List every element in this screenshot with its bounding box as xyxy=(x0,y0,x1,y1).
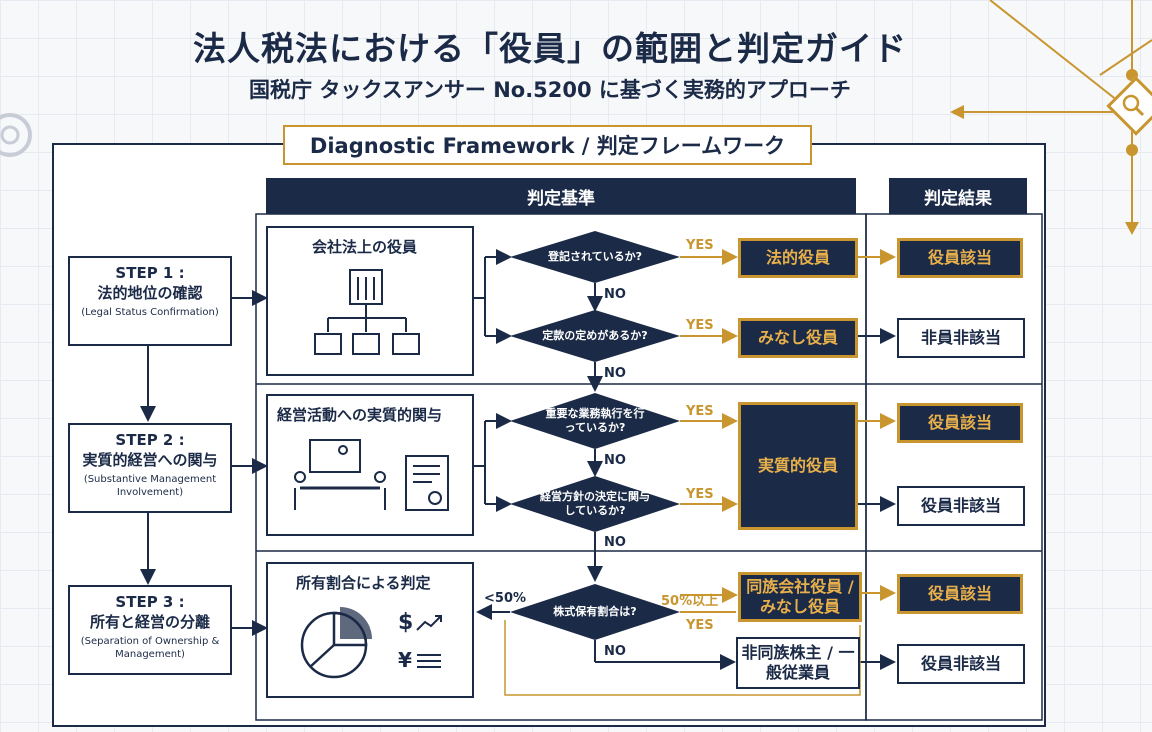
step-3-title: 所有と経営の分離 xyxy=(89,613,210,631)
outcome-de-facto-officer: 実質的役員 xyxy=(738,402,858,530)
step-1-title: 法的地位の確認 xyxy=(97,284,203,302)
gear-icon xyxy=(0,113,32,157)
dollar-icon: $ xyxy=(398,610,414,635)
outcome-legal-officer: 法的役員 xyxy=(738,238,858,278)
outcome-non-family: 非同族株主 / 一般従業員 xyxy=(736,637,860,689)
trend-up-icon xyxy=(416,615,442,631)
step-3-number: STEP 3 : xyxy=(115,593,185,611)
no-label-4: NO xyxy=(604,535,626,550)
step-2-number: STEP 2 : xyxy=(115,431,185,449)
page-title: 法人税法における「役員」の範囲と判定ガイド xyxy=(193,29,907,68)
no-label-1: NO xyxy=(604,287,626,302)
outcome-deemed-officer: みなし役員 xyxy=(738,318,858,358)
yes-label-3: YES xyxy=(686,404,714,419)
decision-important-duties: 重要な業務執行を行っているか? xyxy=(545,407,645,434)
no-label-3: NO xyxy=(604,453,626,468)
step-1-number: STEP 1 : xyxy=(115,264,185,282)
decision-policy: 経営方針の決定に関与しているか? xyxy=(540,490,650,517)
no-label-2: NO xyxy=(604,366,626,381)
step-3-english: (Separation of Ownership & Management) xyxy=(80,636,220,660)
result-applicable-3: 役員該当 xyxy=(897,574,1023,614)
search-icon xyxy=(1122,94,1145,117)
outcome-family-company-officer: 同族会社役員 / みなし役員 xyxy=(738,572,862,622)
yes-label-2: YES xyxy=(686,318,714,333)
org-chart-icon xyxy=(314,269,420,355)
category-ownership-label: 所有割合による判定 xyxy=(296,574,431,592)
result-not-applicable-3: 役員非該当 xyxy=(897,644,1025,684)
no-label-5: NO xyxy=(604,644,626,659)
decision-shareholding: 株式保有割合は? xyxy=(553,605,637,618)
decision-duties-shape xyxy=(510,393,680,449)
decision-registered: 登記されているか? xyxy=(547,250,643,263)
category-legal-label: 会社法上の役員 xyxy=(312,238,418,256)
result-not-applicable-2: 役員非該当 xyxy=(897,486,1025,526)
lines-icon xyxy=(417,654,441,668)
decision-policy-shape xyxy=(510,476,680,532)
step-1-english: (Legal Status Confirmation) xyxy=(81,307,219,318)
document-icon xyxy=(405,455,449,511)
decision-registered-shape xyxy=(510,231,680,283)
criteria-header: 判定基準 xyxy=(266,178,856,214)
result-applicable-1: 役員該当 xyxy=(897,238,1023,278)
category-legal-box xyxy=(266,226,474,376)
step-2: STEP 2 : 実質的経営への関与 (Substantive Manageme… xyxy=(68,423,232,513)
over50-label: 50%以上 xyxy=(661,594,719,609)
decision-articles-shape xyxy=(510,310,680,362)
under50-label: <50% xyxy=(484,591,527,606)
step-3: STEP 3 : 所有と経営の分離 (Separation of Ownersh… xyxy=(68,585,232,675)
yes-label-4: YES xyxy=(686,487,714,502)
page-subtitle: 国税庁 タックスアンサー No.5200 に基づく実務的アプローチ xyxy=(249,78,851,102)
result-applicable-2: 役員該当 xyxy=(897,403,1023,443)
framework-title: Diagnostic Framework / 判定フレームワーク xyxy=(283,125,812,165)
step-1: STEP 1 : 法的地位の確認 (Legal Status Confirmat… xyxy=(68,256,232,346)
step-2-title: 実質的経営への関与 xyxy=(82,451,218,469)
result-header: 判定結果 xyxy=(889,178,1027,214)
result-not-applicable-1: 非員非該当 xyxy=(897,318,1025,358)
pie-chart-icon xyxy=(300,607,372,679)
step-2-english: (Substantive Management Involvement) xyxy=(83,474,217,498)
decision-shareholding-shape xyxy=(510,584,680,640)
yes-label-1: YES xyxy=(686,238,714,253)
meeting-icon xyxy=(294,439,386,510)
category-activity-label: 経営活動への実質的関与 xyxy=(277,406,443,424)
yen-icon: ¥ xyxy=(398,648,412,672)
yes-label-5: YES xyxy=(686,618,714,633)
decision-articles: 定款の定めがあるか? xyxy=(542,329,648,342)
